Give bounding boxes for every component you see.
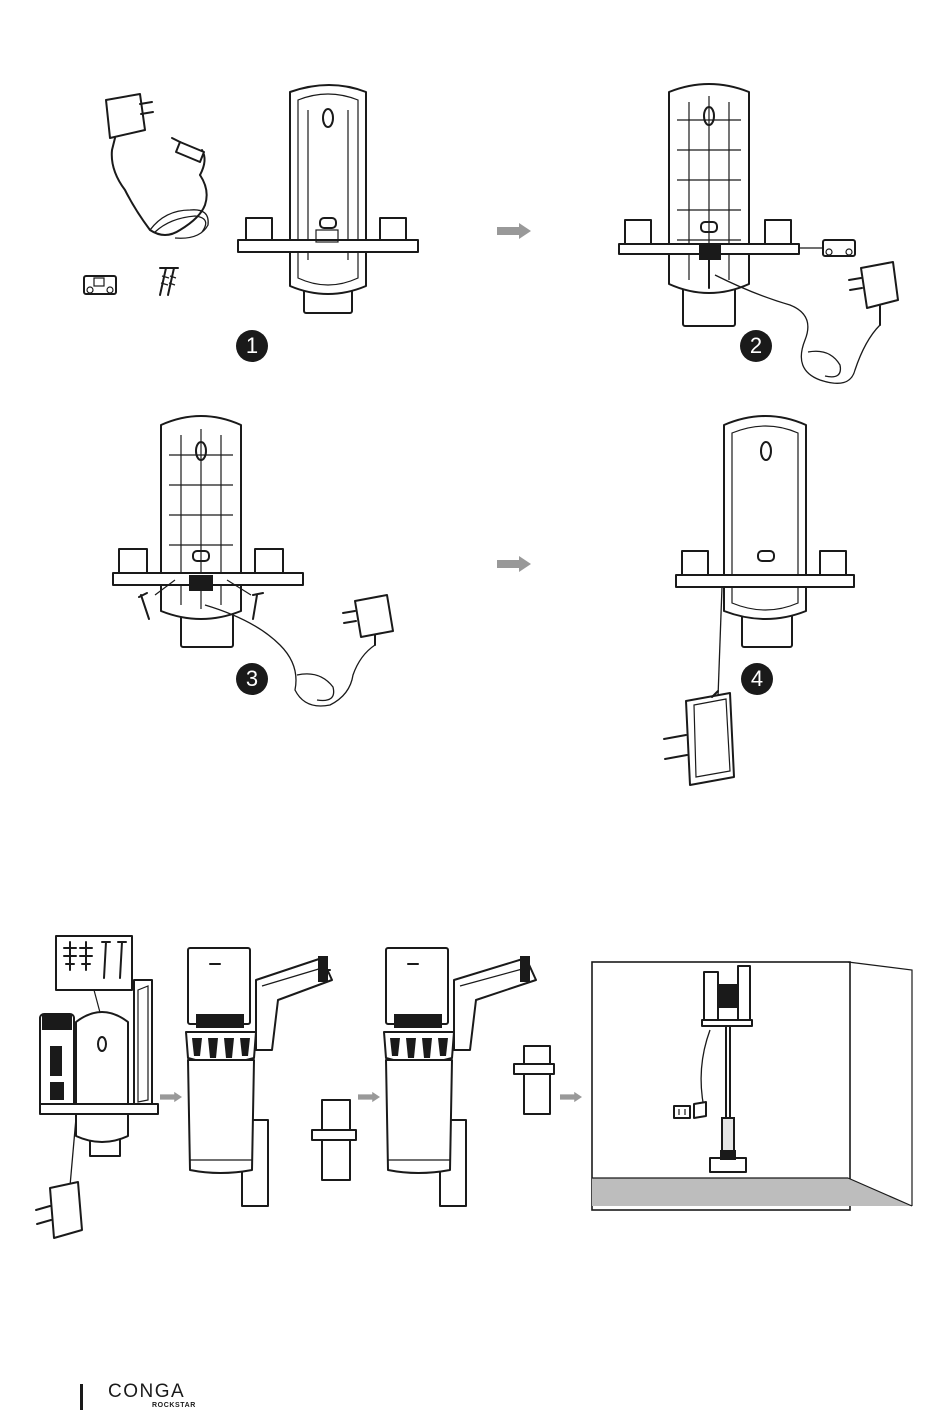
screws-icon	[160, 268, 178, 295]
vacuum-hang-step1-figure	[182, 940, 357, 1210]
step-2-badge: 2	[740, 330, 772, 362]
power-adapter-icon	[36, 1182, 82, 1238]
vacuum-hang-step2-figure	[380, 940, 555, 1210]
step1-figure	[70, 80, 430, 330]
brand-subtitle: ROCKSTAR	[152, 1402, 196, 1409]
arrow-right-icon	[358, 1090, 380, 1104]
screw-left-icon	[139, 593, 149, 619]
arrow-right-icon	[497, 223, 531, 239]
brand-logo: CONGA	[108, 1381, 185, 1403]
wall-clip-icon	[823, 240, 855, 256]
step-1-badge: 1	[236, 330, 268, 362]
arrow-right-icon	[497, 556, 531, 572]
step4-figure	[660, 405, 870, 795]
wall-clip-icon	[84, 276, 116, 294]
power-adapter-icon	[106, 94, 208, 238]
footer-divider	[80, 1384, 83, 1410]
power-adapter-icon	[343, 595, 393, 645]
step-4-badge: 4	[741, 663, 773, 695]
arrow-right-icon	[560, 1090, 582, 1104]
screw-right-icon	[253, 593, 263, 619]
bracket-front-icon	[238, 85, 418, 313]
arrow-right-icon	[160, 1090, 182, 1104]
power-adapter-icon	[849, 262, 898, 325]
step-3-badge: 3	[236, 663, 268, 695]
mount-accessories-figure	[20, 930, 165, 1250]
room-scene-figure	[590, 958, 915, 1213]
power-adapter-icon	[664, 691, 734, 785]
